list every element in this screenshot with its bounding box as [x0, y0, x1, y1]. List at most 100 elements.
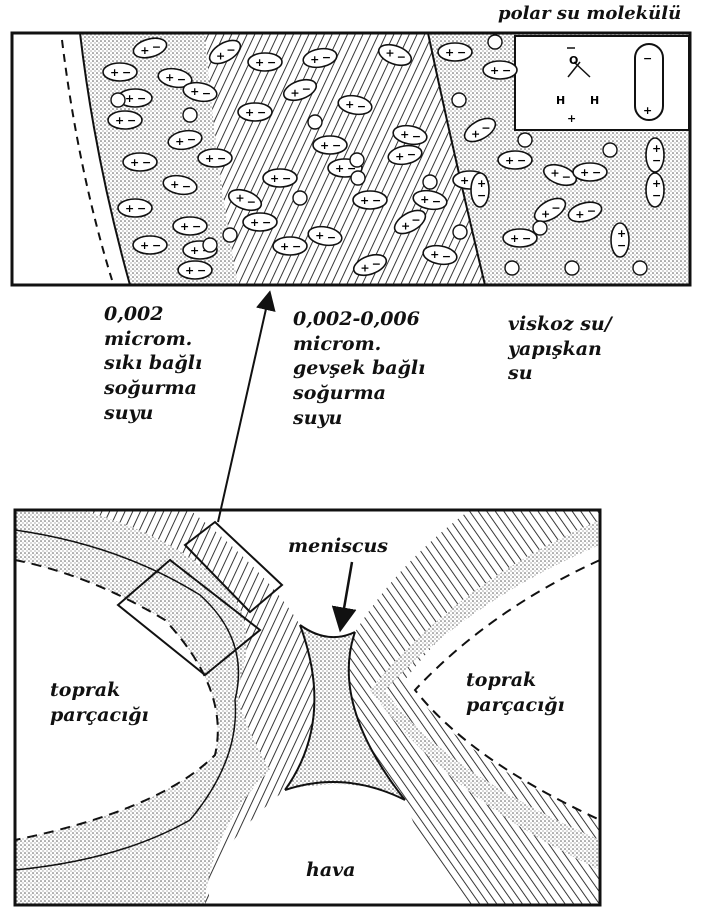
water-molecule-ellipse — [353, 191, 387, 209]
charge-sign: − — [177, 73, 186, 86]
meniscus-label: meniscus — [288, 534, 388, 559]
charge-sign: − — [152, 239, 161, 252]
ion-circle — [633, 261, 647, 275]
charge-sign: + — [541, 208, 550, 221]
charge-sign: − — [372, 194, 381, 207]
charge-sign: − — [477, 189, 486, 202]
water-molecule-ellipse — [238, 103, 272, 121]
charge-sign: + — [125, 202, 134, 215]
svg-text:−: − — [643, 52, 652, 65]
left-particle-label: toprak parçacığı — [50, 678, 149, 727]
charge-sign: − — [587, 205, 596, 218]
right-particle-label: toprak parçacığı — [466, 668, 565, 717]
zoom-connector-arrow — [218, 300, 268, 522]
charge-sign: + — [360, 194, 369, 207]
ion-circle — [308, 115, 322, 129]
charge-sign: + — [460, 174, 469, 187]
ion-circle — [518, 133, 532, 147]
charge-sign: + — [401, 220, 410, 233]
charge-sign: − — [617, 239, 626, 252]
charge-sign: + — [310, 53, 319, 66]
water-molecule-ellipse — [438, 43, 472, 61]
ion-circle — [183, 108, 197, 122]
charge-sign: − — [592, 166, 601, 179]
charge-sign: − — [407, 148, 416, 161]
charge-sign: + — [505, 154, 514, 167]
water-molecule-ellipse — [243, 213, 277, 231]
water-molecule-ellipse — [123, 153, 157, 171]
air-label: hava — [306, 858, 355, 883]
charge-sign: − — [192, 220, 201, 233]
water-molecule-ellipse — [103, 63, 137, 81]
charge-sign: + — [125, 92, 134, 105]
charge-sign: + — [315, 229, 324, 242]
charge-sign: − — [202, 87, 211, 100]
charge-sign: − — [332, 139, 341, 152]
charge-sign: + — [130, 156, 139, 169]
charge-sign: − — [322, 51, 331, 64]
hydrogen-left-label: H — [556, 94, 565, 107]
charge-sign: − — [187, 133, 196, 146]
water-molecule-ellipse — [133, 236, 167, 254]
charge-sign: + — [250, 216, 259, 229]
charge-sign: + — [385, 47, 394, 60]
charge-sign: + — [490, 64, 499, 77]
ion-circle — [351, 171, 365, 185]
charge-sign: − — [432, 195, 441, 208]
charge-sign: − — [562, 171, 571, 184]
viscous-water-label: viskoz su/ yapışkan su — [508, 312, 612, 386]
charge-sign: + — [510, 232, 519, 245]
charge-sign: + — [170, 178, 179, 191]
charge-sign: − — [502, 64, 511, 77]
charge-sign: + — [335, 162, 344, 175]
charge-sign: + — [580, 166, 589, 179]
charge-sign: + — [430, 248, 439, 261]
charge-sign: + — [190, 85, 199, 98]
charge-sign: − — [282, 172, 291, 185]
ion-circle — [203, 238, 217, 252]
charge-sign: − — [517, 154, 526, 167]
water-molecule-ellipse — [198, 149, 232, 167]
charge-sign: + — [575, 208, 584, 221]
charge-sign: − — [302, 82, 311, 95]
charge-sign: + — [395, 150, 404, 163]
charge-sign: − — [372, 257, 381, 270]
charge-sign: − — [411, 214, 420, 227]
charge-sign: − — [137, 92, 146, 105]
water-molecule-ellipse — [503, 229, 537, 247]
water-molecule-ellipse — [313, 136, 347, 154]
ion-circle — [452, 93, 466, 107]
tight-water-label: 0,002 microm. sıkı bağlı soğurma suyu — [104, 302, 202, 425]
ion-circle — [423, 175, 437, 189]
ion-circle — [533, 221, 547, 235]
water-molecule-ellipse — [108, 111, 142, 129]
charge-sign: − — [327, 231, 336, 244]
charge-sign: + — [115, 114, 124, 127]
charge-sign: + — [216, 50, 225, 63]
charge-sign: − — [217, 152, 226, 165]
charge-sign: + — [400, 128, 409, 141]
meniscus-arrow — [342, 562, 352, 620]
ion-circle — [453, 225, 467, 239]
charge-sign: + — [420, 193, 429, 206]
charge-sign: + — [110, 66, 119, 79]
charge-sign: + — [140, 239, 149, 252]
charge-sign: − — [522, 232, 531, 245]
charge-sign: − — [122, 66, 131, 79]
charge-sign: − — [412, 130, 421, 143]
water-molecule-ellipse — [248, 53, 282, 71]
charge-sign: − — [292, 240, 301, 253]
charge-sign: − — [481, 122, 490, 135]
ion-circle — [488, 35, 502, 49]
water-molecule-ellipse — [263, 169, 297, 187]
charge-sign: + — [550, 167, 559, 180]
charge-sign: − — [197, 264, 206, 277]
water-molecule-ellipse — [178, 261, 212, 279]
hydrogen-right-label: H — [590, 94, 599, 107]
charge-sign: + — [180, 220, 189, 233]
charge-sign: + — [290, 86, 299, 99]
charge-sign: + — [320, 139, 329, 152]
svg-text:+: + — [567, 112, 576, 125]
ion-circle — [350, 153, 364, 167]
